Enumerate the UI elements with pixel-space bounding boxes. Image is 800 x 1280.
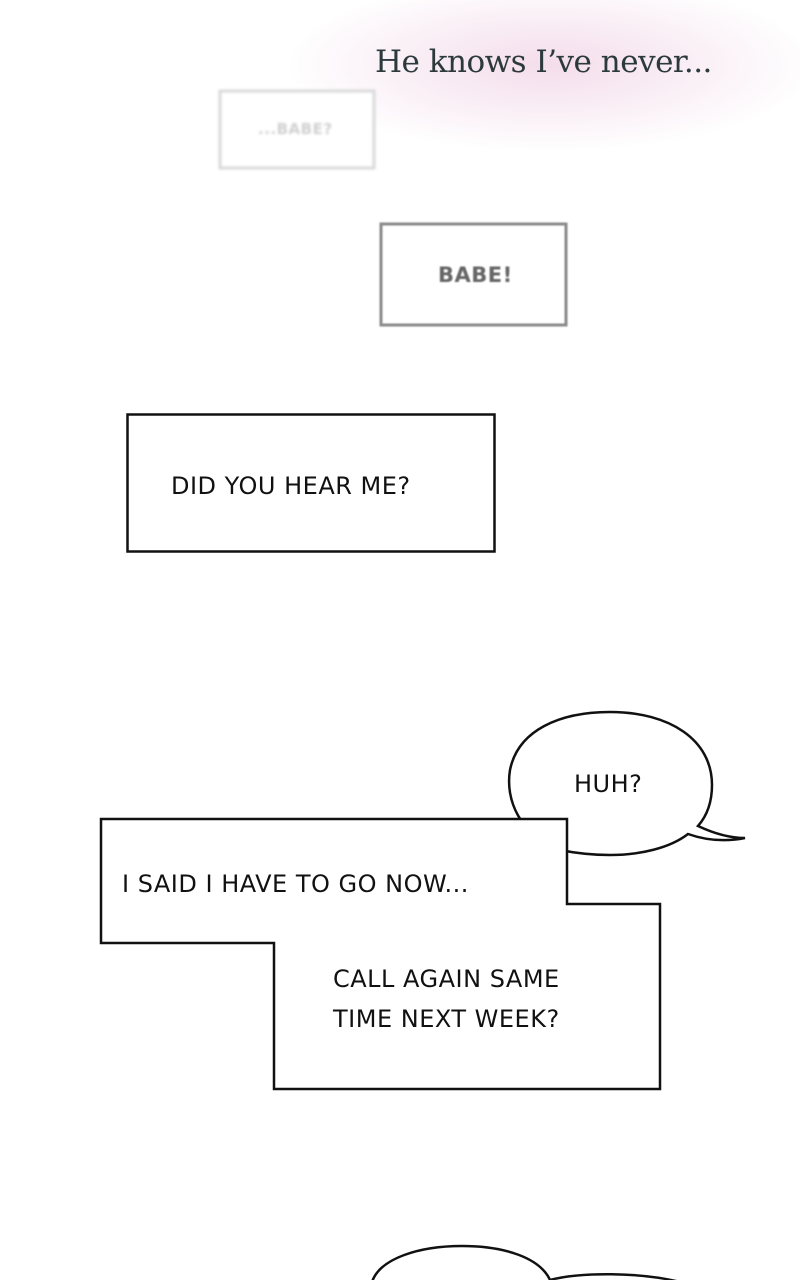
mid-box-text: BABE!: [438, 263, 513, 287]
question-dialogue-box: [126, 413, 496, 553]
step-box-line-2: CALL AGAIN SAME: [333, 965, 560, 993]
faint-dialogue-box: [218, 89, 376, 170]
step-box-line-1: I SAID I HAVE TO GO NOW...: [122, 870, 469, 898]
faint-box-text: ...BABE?: [258, 120, 333, 138]
speech-bubble-text: HUH?: [574, 770, 643, 798]
question-box-text: DID YOU HEAR ME?: [171, 472, 411, 500]
narration-caption: He knows I’ve never...: [375, 44, 712, 80]
mid-dialogue-box: [379, 222, 568, 327]
stepped-dialogue-box: [99, 817, 662, 1091]
bottom-speech-bubble: [371, 1244, 677, 1280]
step-box-line-3: TIME NEXT WEEK?: [333, 1005, 560, 1033]
